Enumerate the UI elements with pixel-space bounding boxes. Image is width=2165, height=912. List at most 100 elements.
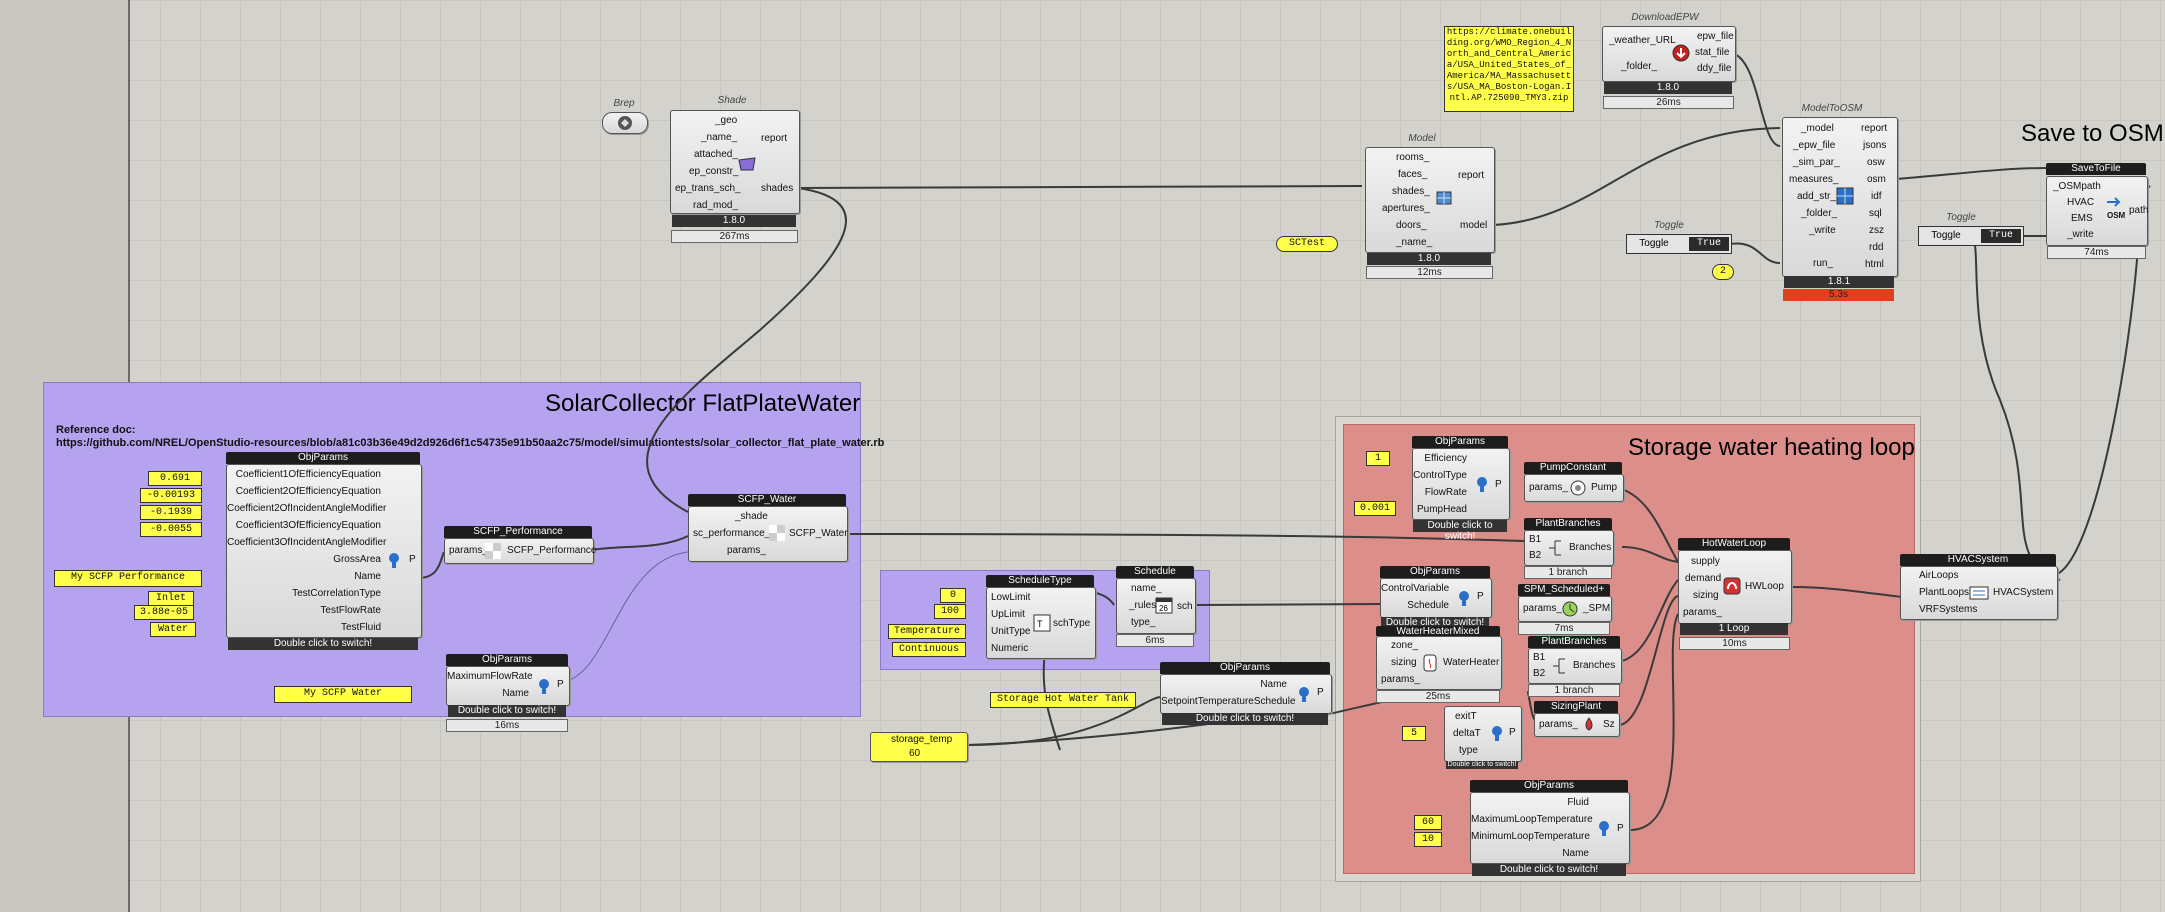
obj-pump-input-control[interactable]: ControlType bbox=[1413, 470, 1467, 481]
hot-water-loop-input-params[interactable]: params_ bbox=[1683, 607, 1722, 618]
model-to-osm-output-idf[interactable]: idf bbox=[1871, 191, 1882, 202]
model-to-osm-input-measures[interactable]: measures_ bbox=[1789, 174, 1839, 185]
model-name-panel[interactable]: SCTest bbox=[1276, 236, 1338, 252]
shade-input-attached[interactable]: attached_ bbox=[694, 149, 738, 160]
download-epw-node[interactable]: _weather_URL _folder_ epw_file stat_file… bbox=[1602, 26, 1736, 82]
schedule-type-input-up[interactable]: UpLimit bbox=[991, 609, 1025, 620]
coef1-panel[interactable]: 0.691 bbox=[148, 471, 202, 486]
plant-branches-2-output[interactable]: Branches bbox=[1573, 660, 1616, 671]
scfp-performance-node[interactable]: params_ SCFP_Performance bbox=[444, 538, 597, 564]
model-to-osm-output-sql[interactable]: sql bbox=[1869, 208, 1882, 219]
download-epw-output-stat[interactable]: stat_file bbox=[1695, 47, 1730, 58]
sizing-params-node[interactable]: exitT deltaT type P bbox=[1444, 706, 1522, 762]
schedule-output-sch[interactable]: sch bbox=[1177, 601, 1193, 612]
model-to-osm-output-rdd[interactable]: rdd bbox=[1869, 242, 1884, 253]
test-fluid-panel[interactable]: Water bbox=[150, 622, 196, 637]
write-toggle-value[interactable]: True bbox=[1689, 237, 1729, 251]
model-to-osm-output-html[interactable]: html bbox=[1865, 259, 1884, 270]
obj-params-setpoint-footer[interactable]: Double click to switch! bbox=[1162, 713, 1328, 725]
save-toggle[interactable]: Toggle True bbox=[1918, 226, 2024, 246]
schedule-node[interactable]: name_ _rules type_ 26 sch bbox=[1116, 578, 1196, 634]
model-input-apertures[interactable]: apertures_ bbox=[1382, 203, 1430, 214]
obj-setpoint-input-name[interactable]: Name bbox=[1260, 679, 1287, 690]
shade-node[interactable]: _geo _name_ attached_ ep_constr_ ep_tran… bbox=[670, 110, 800, 214]
model-input-doors[interactable]: doors_ bbox=[1396, 220, 1427, 231]
model-to-osm-input-sim-par[interactable]: _sim_par_ bbox=[1793, 157, 1840, 168]
scfp-performance-input-params[interactable]: params_ bbox=[449, 545, 488, 556]
obj-params-loop-footer[interactable]: Double click to switch! bbox=[1472, 864, 1626, 876]
save-to-file-input-ems[interactable]: EMS bbox=[2071, 213, 2093, 224]
schedule-type-output[interactable]: schType bbox=[1053, 618, 1091, 629]
plant-branches-2-input-b2[interactable]: B2 bbox=[1533, 668, 1546, 679]
schedule-input-name[interactable]: name_ bbox=[1131, 583, 1162, 594]
scfp-performance-output[interactable]: SCFP_Performance bbox=[507, 545, 597, 556]
schedule-type-input-unit[interactable]: UnitType bbox=[991, 626, 1031, 637]
pump-head-panel[interactable]: 0.001 bbox=[1354, 501, 1396, 516]
obj-params-pump-footer[interactable]: Double click to switch! bbox=[1413, 520, 1507, 542]
model-to-osm-input-folder[interactable]: _folder_ bbox=[1801, 208, 1838, 219]
sizing-plant-node[interactable]: params_ Sz bbox=[1534, 713, 1620, 737]
obj-params-control-node[interactable]: ControlVariable Schedule P bbox=[1380, 578, 1492, 618]
storage-temp-slider[interactable]: storage_temp 60 bbox=[870, 732, 968, 762]
up-limit-panel[interactable]: 100 bbox=[934, 604, 966, 619]
scfp-water-input-shade[interactable]: _shade bbox=[735, 511, 768, 522]
save-to-file-node[interactable]: _OSMpath HVAC EMS _write path OSM bbox=[2046, 176, 2148, 246]
obj-pump-input-flow[interactable]: FlowRate bbox=[1424, 487, 1467, 498]
model-to-osm-node[interactable]: _model _epw_file _sim_par_ measures_ add… bbox=[1782, 117, 1898, 277]
obj-loop-input-min[interactable]: MinimumLoopTemperature bbox=[1471, 831, 1590, 842]
sizing-plant-input-params[interactable]: params_ bbox=[1539, 719, 1578, 730]
obj-solar-input-3[interactable]: Coefficient2OfIncidentAngleModifier bbox=[227, 503, 387, 514]
sizing-params-input-exit[interactable]: exitT bbox=[1455, 711, 1477, 722]
scfp-water-output[interactable]: SCFP_Water bbox=[789, 528, 848, 539]
hvac-system-input-plantloops[interactable]: PlantLoops bbox=[1919, 587, 1970, 598]
obj-params-loop-node[interactable]: Fluid MaximumLoopTemperature MinimumLoop… bbox=[1470, 792, 1630, 864]
schedule-type-input-numeric[interactable]: Numeric bbox=[991, 643, 1029, 654]
model-to-osm-input-run[interactable]: run_ bbox=[1813, 258, 1834, 269]
hvac-system-output[interactable]: HVACSystem bbox=[1993, 587, 2054, 598]
plant-branches-1-output[interactable]: Branches bbox=[1569, 542, 1612, 553]
model-to-osm-output-osm[interactable]: osm bbox=[1867, 174, 1886, 185]
shade-input-name[interactable]: _name_ bbox=[701, 132, 738, 143]
pump-constant-output[interactable]: Pump bbox=[1591, 482, 1618, 493]
scfp-water-node[interactable]: _shade sc_performance_ params_ SCFP_Wate… bbox=[688, 506, 848, 562]
save-to-file-output-path[interactable]: path bbox=[2129, 205, 2149, 216]
shade-input-geo[interactable]: _geo bbox=[715, 115, 738, 126]
pump-efficiency-panel[interactable]: 1 bbox=[1366, 451, 1390, 466]
spm-scheduled-output[interactable]: _SPM bbox=[1583, 603, 1611, 614]
water-heater-node[interactable]: zone_ sizing params_ WaterHeater bbox=[1376, 636, 1502, 690]
spm-scheduled-node[interactable]: params_ _SPM bbox=[1518, 596, 1612, 622]
model-to-osm-output-osw[interactable]: osw bbox=[1867, 157, 1885, 168]
hot-water-loop-output[interactable]: HWLoop bbox=[1745, 581, 1784, 592]
plant-branches-1-node[interactable]: B1 B2 Branches bbox=[1524, 530, 1614, 566]
unit-type-panel[interactable]: Temperature bbox=[888, 624, 966, 639]
obj-params-solar-node[interactable]: Coefficient1OfEfficiencyEquation Coeffic… bbox=[226, 464, 422, 638]
model-input-faces[interactable]: faces_ bbox=[1398, 169, 1428, 180]
coef3-panel[interactable]: -0.1939 bbox=[140, 505, 202, 520]
obj-params-flow-footer[interactable]: Double click to switch! bbox=[448, 705, 566, 717]
pump-constant-input-params[interactable]: params_ bbox=[1529, 482, 1568, 493]
hvac-system-node[interactable]: AirLoops PlantLoops VRFSystems HVACSyste… bbox=[1900, 566, 2058, 620]
plant-branches-1-input-b1[interactable]: B1 bbox=[1529, 534, 1542, 545]
obj-params-flow-node[interactable]: MaximumFlowRate Name P bbox=[446, 666, 570, 706]
max-loop-temp-panel[interactable]: 60 bbox=[1414, 815, 1442, 830]
download-epw-output-ddy[interactable]: ddy_file bbox=[1697, 63, 1732, 74]
obj-pump-input-head[interactable]: PumpHead bbox=[1416, 504, 1467, 515]
model-to-osm-input-model[interactable]: _model bbox=[1801, 123, 1834, 134]
download-epw-input-weather-url[interactable]: _weather_URL bbox=[1609, 35, 1676, 46]
water-heater-input-sizing[interactable]: sizing bbox=[1391, 657, 1417, 668]
low-limit-panel[interactable]: 0 bbox=[940, 588, 966, 603]
obj-flow-input-max-flow[interactable]: MaximumFlowRate bbox=[447, 671, 533, 682]
spm-scheduled-input-params[interactable]: params_ bbox=[1523, 603, 1562, 614]
obj-pump-output-p[interactable]: P bbox=[1495, 479, 1502, 490]
shade-input-ep-constr[interactable]: ep_constr_ bbox=[689, 166, 739, 177]
schedule-input-rules[interactable]: _rules bbox=[1129, 600, 1157, 611]
save-to-file-input-write[interactable]: _write bbox=[2067, 229, 2094, 240]
obj-solar-input-2[interactable]: Coefficient2OfEfficiencyEquation bbox=[235, 486, 381, 497]
scfp-water-input-sc-performance[interactable]: sc_performance_ bbox=[693, 528, 771, 539]
model-to-osm-output-report[interactable]: report bbox=[1861, 123, 1888, 134]
model-to-osm-output-zsz[interactable]: zsz bbox=[1869, 225, 1884, 236]
water-name-panel[interactable]: My SCFP Water bbox=[274, 686, 412, 703]
test-flow-rate-panel[interactable]: 3.88e-05 bbox=[134, 605, 194, 620]
save-to-file-input-osmpath[interactable]: _OSMpath bbox=[2053, 181, 2101, 192]
brep-param[interactable] bbox=[602, 112, 648, 134]
